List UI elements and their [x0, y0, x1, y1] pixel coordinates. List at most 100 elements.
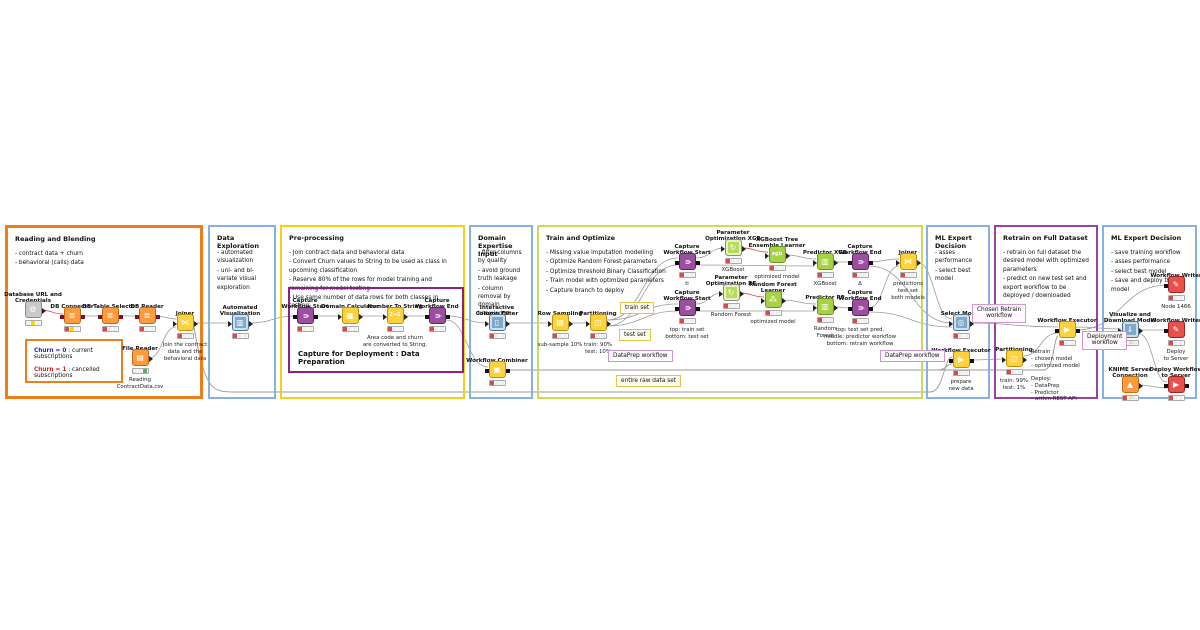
node-body[interactable]: ≣: [59, 307, 85, 324]
output-port[interactable]: [80, 314, 85, 319]
db-table-selector-node[interactable]: DB Table Selector≣: [78, 304, 142, 332]
input-port[interactable]: [292, 314, 297, 319]
input-port[interactable]: [812, 304, 817, 311]
output-port[interactable]: [833, 259, 838, 266]
input-port[interactable]: [424, 314, 429, 319]
output-port[interactable]: [741, 245, 746, 252]
input-port[interactable]: [764, 252, 769, 259]
node-body[interactable]: ▶: [1054, 321, 1080, 338]
output-port[interactable]: [505, 368, 510, 373]
node-body[interactable]: ⚙: [24, 301, 46, 318]
capture-workflow-start-prep-node[interactable]: Capture Workflow Start⋔: [273, 298, 337, 332]
node-body[interactable]: ⋔: [674, 299, 700, 316]
predictor-xgb-node[interactable]: Predictor XGB▥XGBoost: [793, 250, 857, 287]
node-body[interactable]: ▣: [484, 361, 510, 378]
node-body[interactable]: ◎: [948, 314, 974, 331]
input-port[interactable]: [674, 306, 679, 311]
node-body[interactable]: ≣: [97, 307, 123, 324]
node-body[interactable]: ▤: [131, 349, 153, 366]
node-body[interactable]: ⋔: [674, 253, 700, 270]
output-port[interactable]: [1022, 356, 1027, 363]
output-port[interactable]: [445, 314, 450, 319]
capture-workflow-end-prep-node[interactable]: Capture Workflow End⋔: [405, 298, 469, 332]
workflow-writer-1-node[interactable]: Workflow Writer✎Node 1466: [1144, 273, 1200, 310]
output-port[interactable]: [148, 355, 153, 362]
workflow-combiner-node[interactable]: Workflow Combiner▣: [465, 358, 529, 386]
input-port[interactable]: [97, 314, 102, 319]
node-body[interactable]: ⋔: [292, 307, 318, 324]
output-port[interactable]: [1138, 327, 1143, 334]
input-port[interactable]: [718, 290, 723, 297]
output-port[interactable]: [248, 320, 253, 327]
input-port[interactable]: [172, 320, 177, 327]
node-body[interactable]: xgb: [764, 246, 790, 263]
node-body[interactable]: ↻: [720, 239, 746, 256]
output-port[interactable]: [313, 314, 318, 319]
output-port[interactable]: [739, 290, 744, 297]
node-body[interactable]: ▥: [812, 253, 838, 270]
input-port[interactable]: [847, 260, 852, 265]
node-body[interactable]: ↻: [718, 284, 744, 301]
node-body[interactable]: ▥: [812, 298, 838, 315]
input-port[interactable]: [484, 368, 489, 373]
parameter-optimization-rf-node[interactable]: Parameter Optimization RF↻Random Forest: [699, 275, 763, 318]
predictor-rf-node[interactable]: Predictor RF▥Random Forest: [793, 295, 857, 338]
output-port[interactable]: [403, 313, 408, 320]
input-port[interactable]: [720, 245, 725, 252]
automated-visualization-node[interactable]: Automated Visualization▥: [208, 305, 272, 339]
input-port[interactable]: [1163, 328, 1168, 333]
node-body[interactable]: ◫: [585, 314, 611, 331]
output-port[interactable]: [916, 259, 921, 266]
workflow-executor-ml-node[interactable]: Workflow Executor▶prepare new data: [929, 348, 993, 391]
node-body[interactable]: ⋔: [424, 307, 450, 324]
input-port[interactable]: [948, 320, 953, 327]
input-port[interactable]: [484, 320, 489, 327]
db-reader-node[interactable]: DB Reader≣: [115, 304, 179, 332]
input-port[interactable]: [1163, 383, 1168, 388]
output-port[interactable]: [358, 313, 363, 320]
output-port[interactable]: [969, 358, 974, 363]
row-sampling-node[interactable]: Row Sampling▤sub-sample 10%: [528, 311, 592, 348]
interactive-column-filter-node[interactable]: Interactive Column Filter▯: [465, 305, 529, 339]
node-body[interactable]: ▦: [337, 307, 363, 324]
output-port[interactable]: [695, 306, 700, 311]
input-port[interactable]: [1163, 283, 1168, 288]
partitioning-train-node[interactable]: Partitioning◫train: 90% test: 10%: [566, 311, 630, 354]
output-port[interactable]: [606, 320, 611, 327]
input-port[interactable]: [134, 314, 139, 319]
input-port[interactable]: [948, 358, 953, 363]
select-model-node[interactable]: Select Model◎: [929, 311, 993, 339]
file-reader-node[interactable]: File Reader▤Reading ContractData.csv: [108, 346, 172, 389]
node-body[interactable]: ▥: [227, 314, 253, 331]
input-port[interactable]: [1001, 356, 1006, 363]
input-port[interactable]: [585, 320, 590, 327]
output-port[interactable]: [1075, 328, 1080, 333]
output-port[interactable]: [695, 260, 700, 265]
input-port[interactable]: [227, 320, 232, 327]
node-body[interactable]: 2→S: [382, 307, 408, 324]
input-port[interactable]: [674, 260, 679, 265]
input-port[interactable]: [1054, 328, 1059, 333]
output-port[interactable]: [969, 320, 974, 327]
output-port[interactable]: [118, 314, 123, 319]
capture-workflow-start-rf-node[interactable]: Capture Workflow Start⋔top: train set bo…: [655, 290, 719, 340]
output-port[interactable]: [155, 314, 160, 319]
output-port[interactable]: [568, 320, 573, 327]
node-body[interactable]: ▶: [948, 351, 974, 368]
node-body[interactable]: ⋔: [847, 299, 873, 316]
input-port[interactable]: [812, 259, 817, 266]
input-port[interactable]: [895, 259, 900, 266]
parameter-optimization-xgb-node[interactable]: Parameter Optimization XGB↻XGBoost: [701, 230, 765, 273]
domain-calculator-node[interactable]: Domain Calculator▦: [318, 304, 382, 332]
joiner-predictions-node[interactable]: Joiner⋈predictions test set both models: [876, 250, 940, 300]
knime-server-connection-node[interactable]: KNIME Server Connection▲⚠: [1098, 367, 1162, 401]
node-body[interactable]: ◫: [1001, 350, 1027, 367]
node-body[interactable]: ⋈: [172, 314, 198, 331]
node-body[interactable]: ≣: [134, 307, 160, 324]
node-body[interactable]: ⋈: [895, 253, 921, 270]
input-port[interactable]: [382, 313, 387, 320]
output-port[interactable]: [41, 307, 46, 314]
output-port[interactable]: [785, 252, 790, 259]
